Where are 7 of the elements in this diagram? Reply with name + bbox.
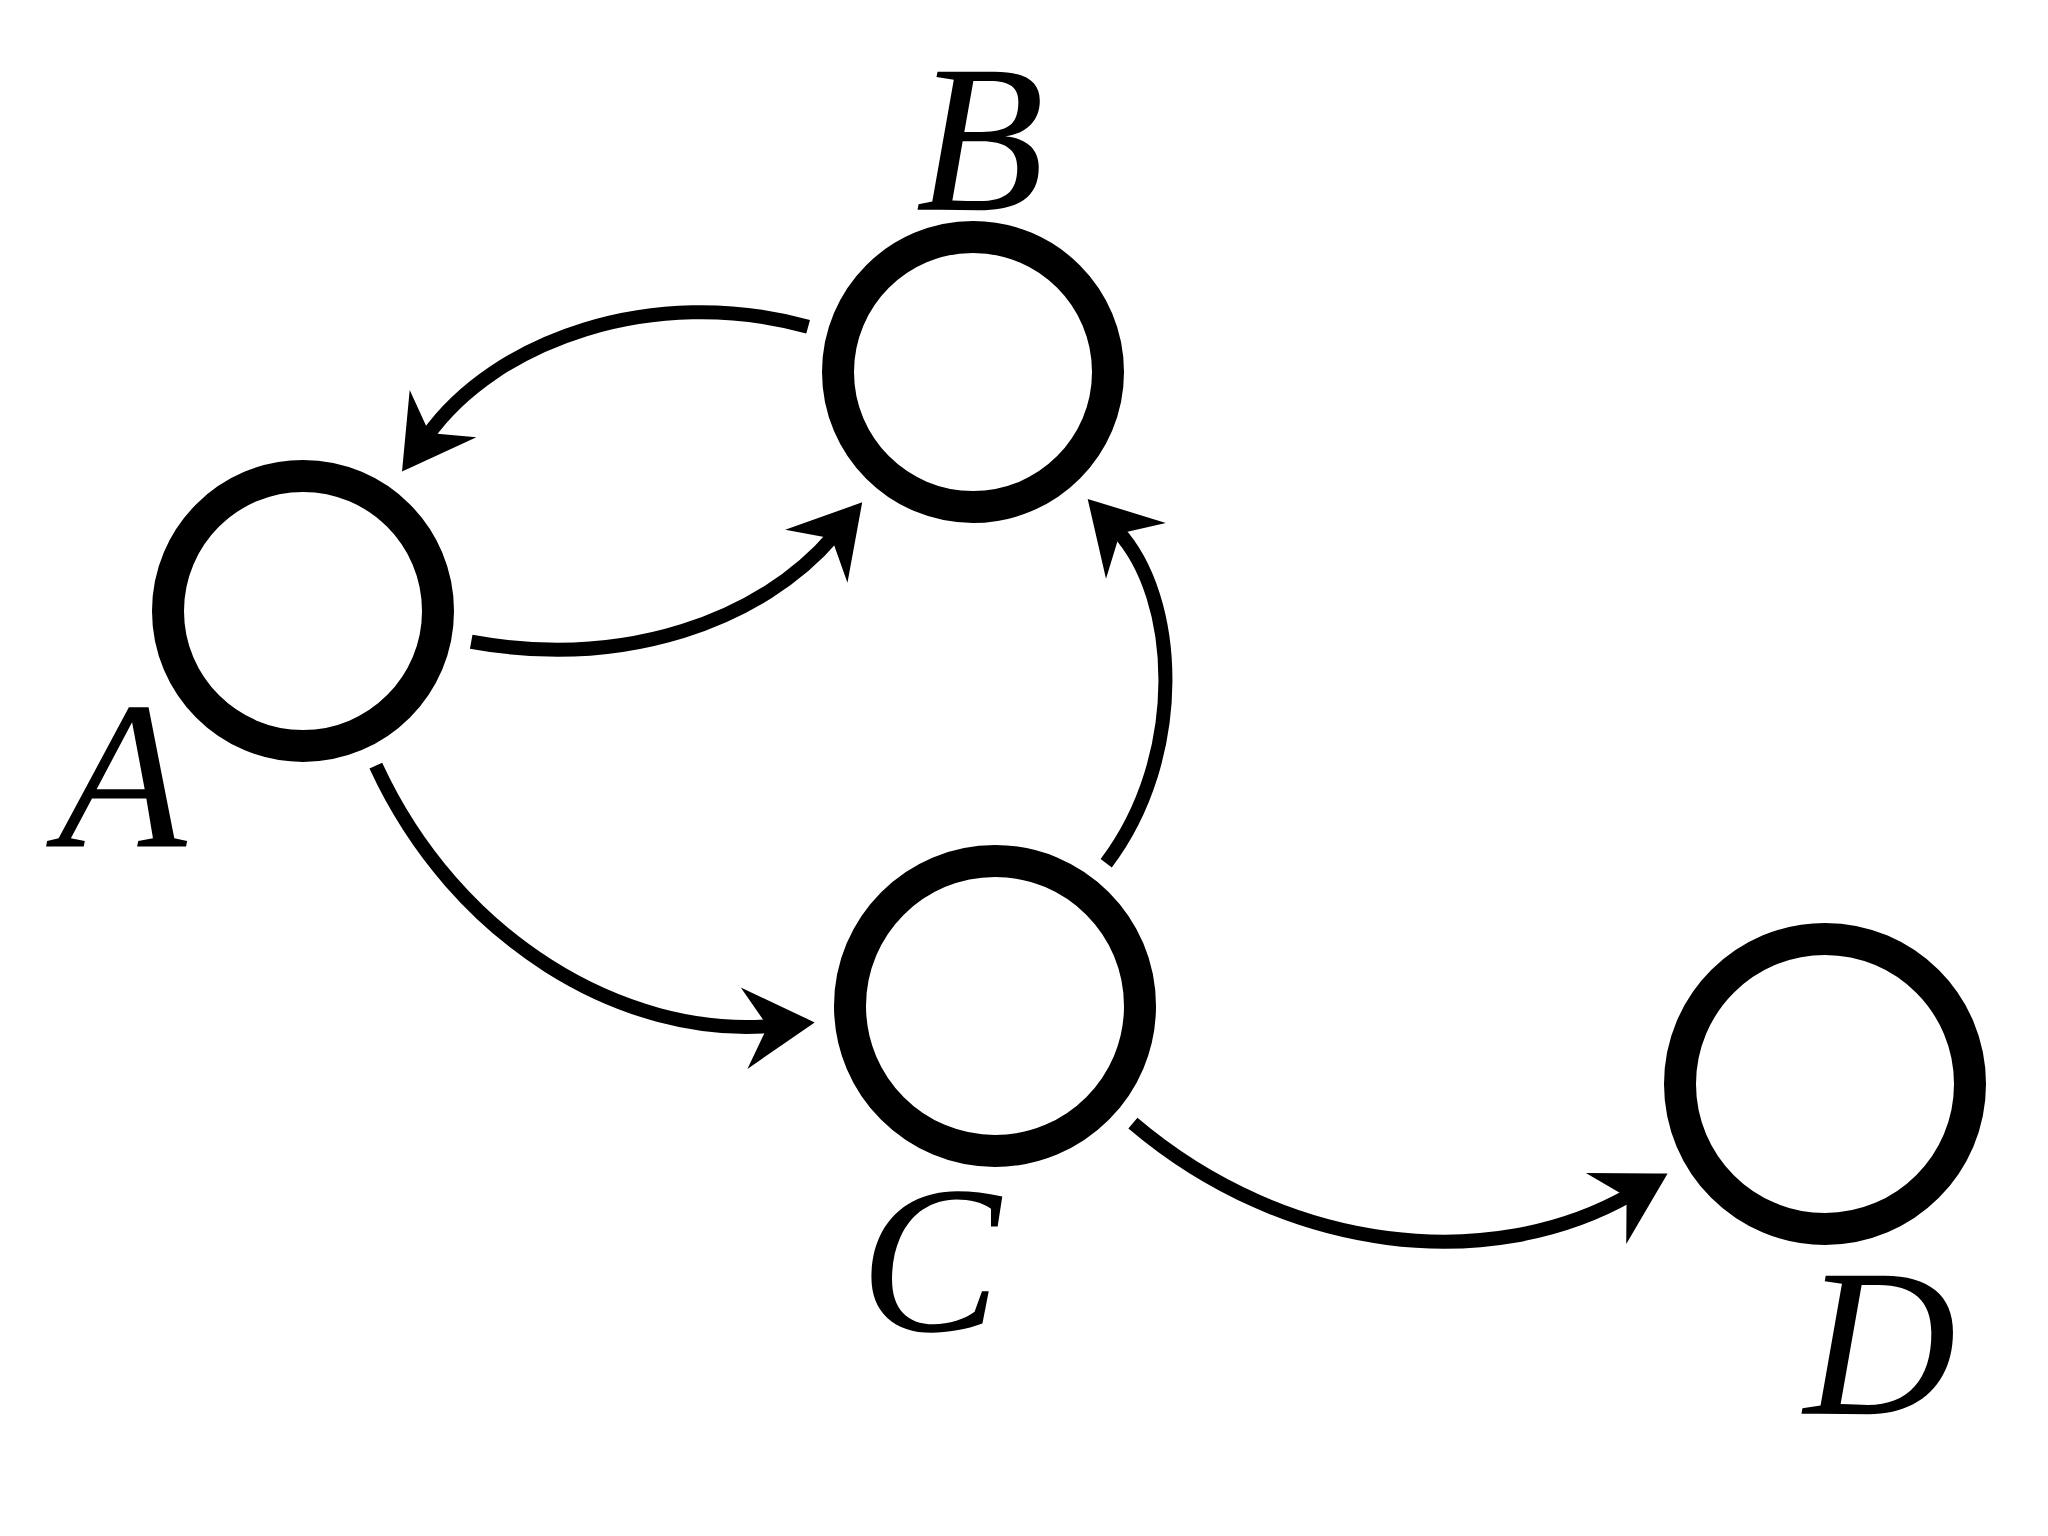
state-circle xyxy=(822,221,1124,523)
state-label: D xyxy=(1801,1275,1953,1415)
state-circle xyxy=(834,845,1156,1167)
state-circle xyxy=(1664,923,1986,1245)
state-label: C xyxy=(871,1191,1003,1333)
state-label: A xyxy=(46,707,188,847)
state-label: B xyxy=(917,71,1040,211)
